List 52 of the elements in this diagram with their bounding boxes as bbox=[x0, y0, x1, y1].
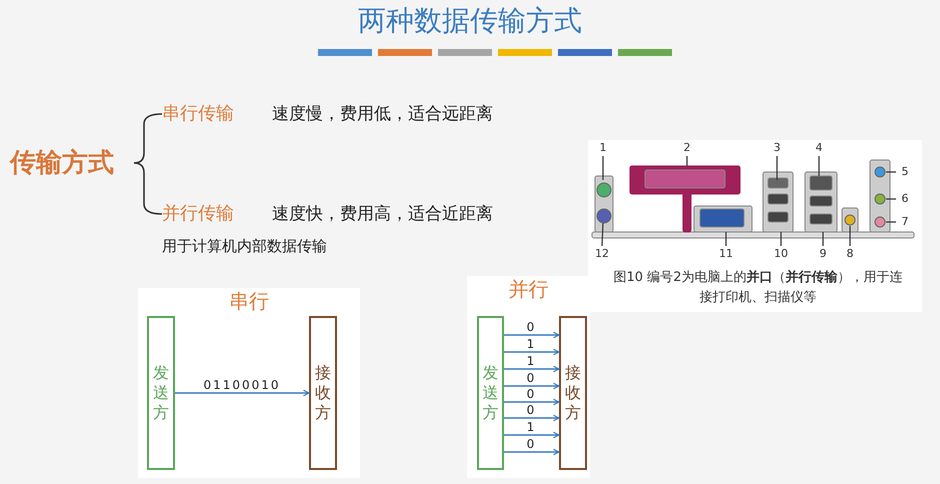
leader-line bbox=[822, 232, 824, 246]
arrow bbox=[504, 332, 560, 338]
leader-line bbox=[725, 232, 727, 246]
callout-number: 10 bbox=[772, 246, 790, 262]
branch-label: 并行传输 bbox=[162, 200, 254, 228]
leader-line bbox=[886, 221, 896, 223]
callout-number: 8 bbox=[841, 246, 859, 262]
receiver-box: 接收方 bbox=[559, 316, 587, 470]
leader-line bbox=[818, 156, 820, 176]
arrow bbox=[504, 348, 560, 356]
callout-number: 6 bbox=[896, 191, 914, 207]
figure-caption: 图10 编号2为电脑上的并口（并行传输），用于连接打印机、扫描仪等 bbox=[612, 268, 904, 307]
callout-number: 5 bbox=[896, 164, 914, 180]
leader-line bbox=[602, 156, 604, 180]
callout-number: 12 bbox=[593, 246, 611, 262]
figure-panel bbox=[588, 140, 922, 312]
arrow bbox=[504, 366, 560, 372]
description-text: 速度慢，费用低，适合远距离 bbox=[272, 103, 494, 126]
curly-brace bbox=[134, 162, 162, 215]
description-text: 用于计算机内部数据传输 bbox=[162, 236, 328, 257]
arrow bbox=[504, 382, 560, 390]
diagram-panel bbox=[138, 288, 360, 478]
leader-line bbox=[886, 198, 896, 200]
panel-heading: 并行 bbox=[508, 276, 550, 302]
curly-brace bbox=[134, 113, 162, 164]
leader-line bbox=[849, 226, 851, 246]
callout-number: 4 bbox=[810, 140, 828, 156]
leader-line bbox=[776, 156, 778, 180]
topic-label: 传输方式 bbox=[10, 145, 134, 181]
diagram-panel bbox=[467, 276, 590, 478]
branch-label: 串行传输 bbox=[162, 100, 254, 128]
callout-number: 2 bbox=[678, 140, 696, 156]
leader-line bbox=[601, 222, 604, 246]
leader-line bbox=[886, 171, 896, 173]
arrow bbox=[504, 414, 560, 422]
callout-number: 7 bbox=[896, 214, 914, 230]
sender-box: 发送方 bbox=[477, 316, 504, 470]
arrow bbox=[504, 432, 560, 438]
arrow bbox=[504, 448, 560, 456]
callout-number: 1 bbox=[594, 140, 612, 156]
slide-title: 两种数据传输方式 bbox=[358, 4, 582, 37]
leader-line bbox=[780, 232, 782, 246]
arrow bbox=[504, 398, 560, 406]
callout-number: 9 bbox=[814, 246, 832, 262]
description-text: 速度快，费用高，适合近距离 bbox=[272, 203, 494, 226]
leader-line bbox=[686, 156, 688, 166]
receiver-box: 接收方 bbox=[309, 316, 337, 470]
sender-box: 发送方 bbox=[147, 316, 175, 470]
arrow bbox=[175, 390, 310, 396]
callout-number: 3 bbox=[768, 140, 786, 156]
panel-heading: 串行 bbox=[228, 288, 270, 314]
callout-number: 11 bbox=[717, 246, 735, 262]
